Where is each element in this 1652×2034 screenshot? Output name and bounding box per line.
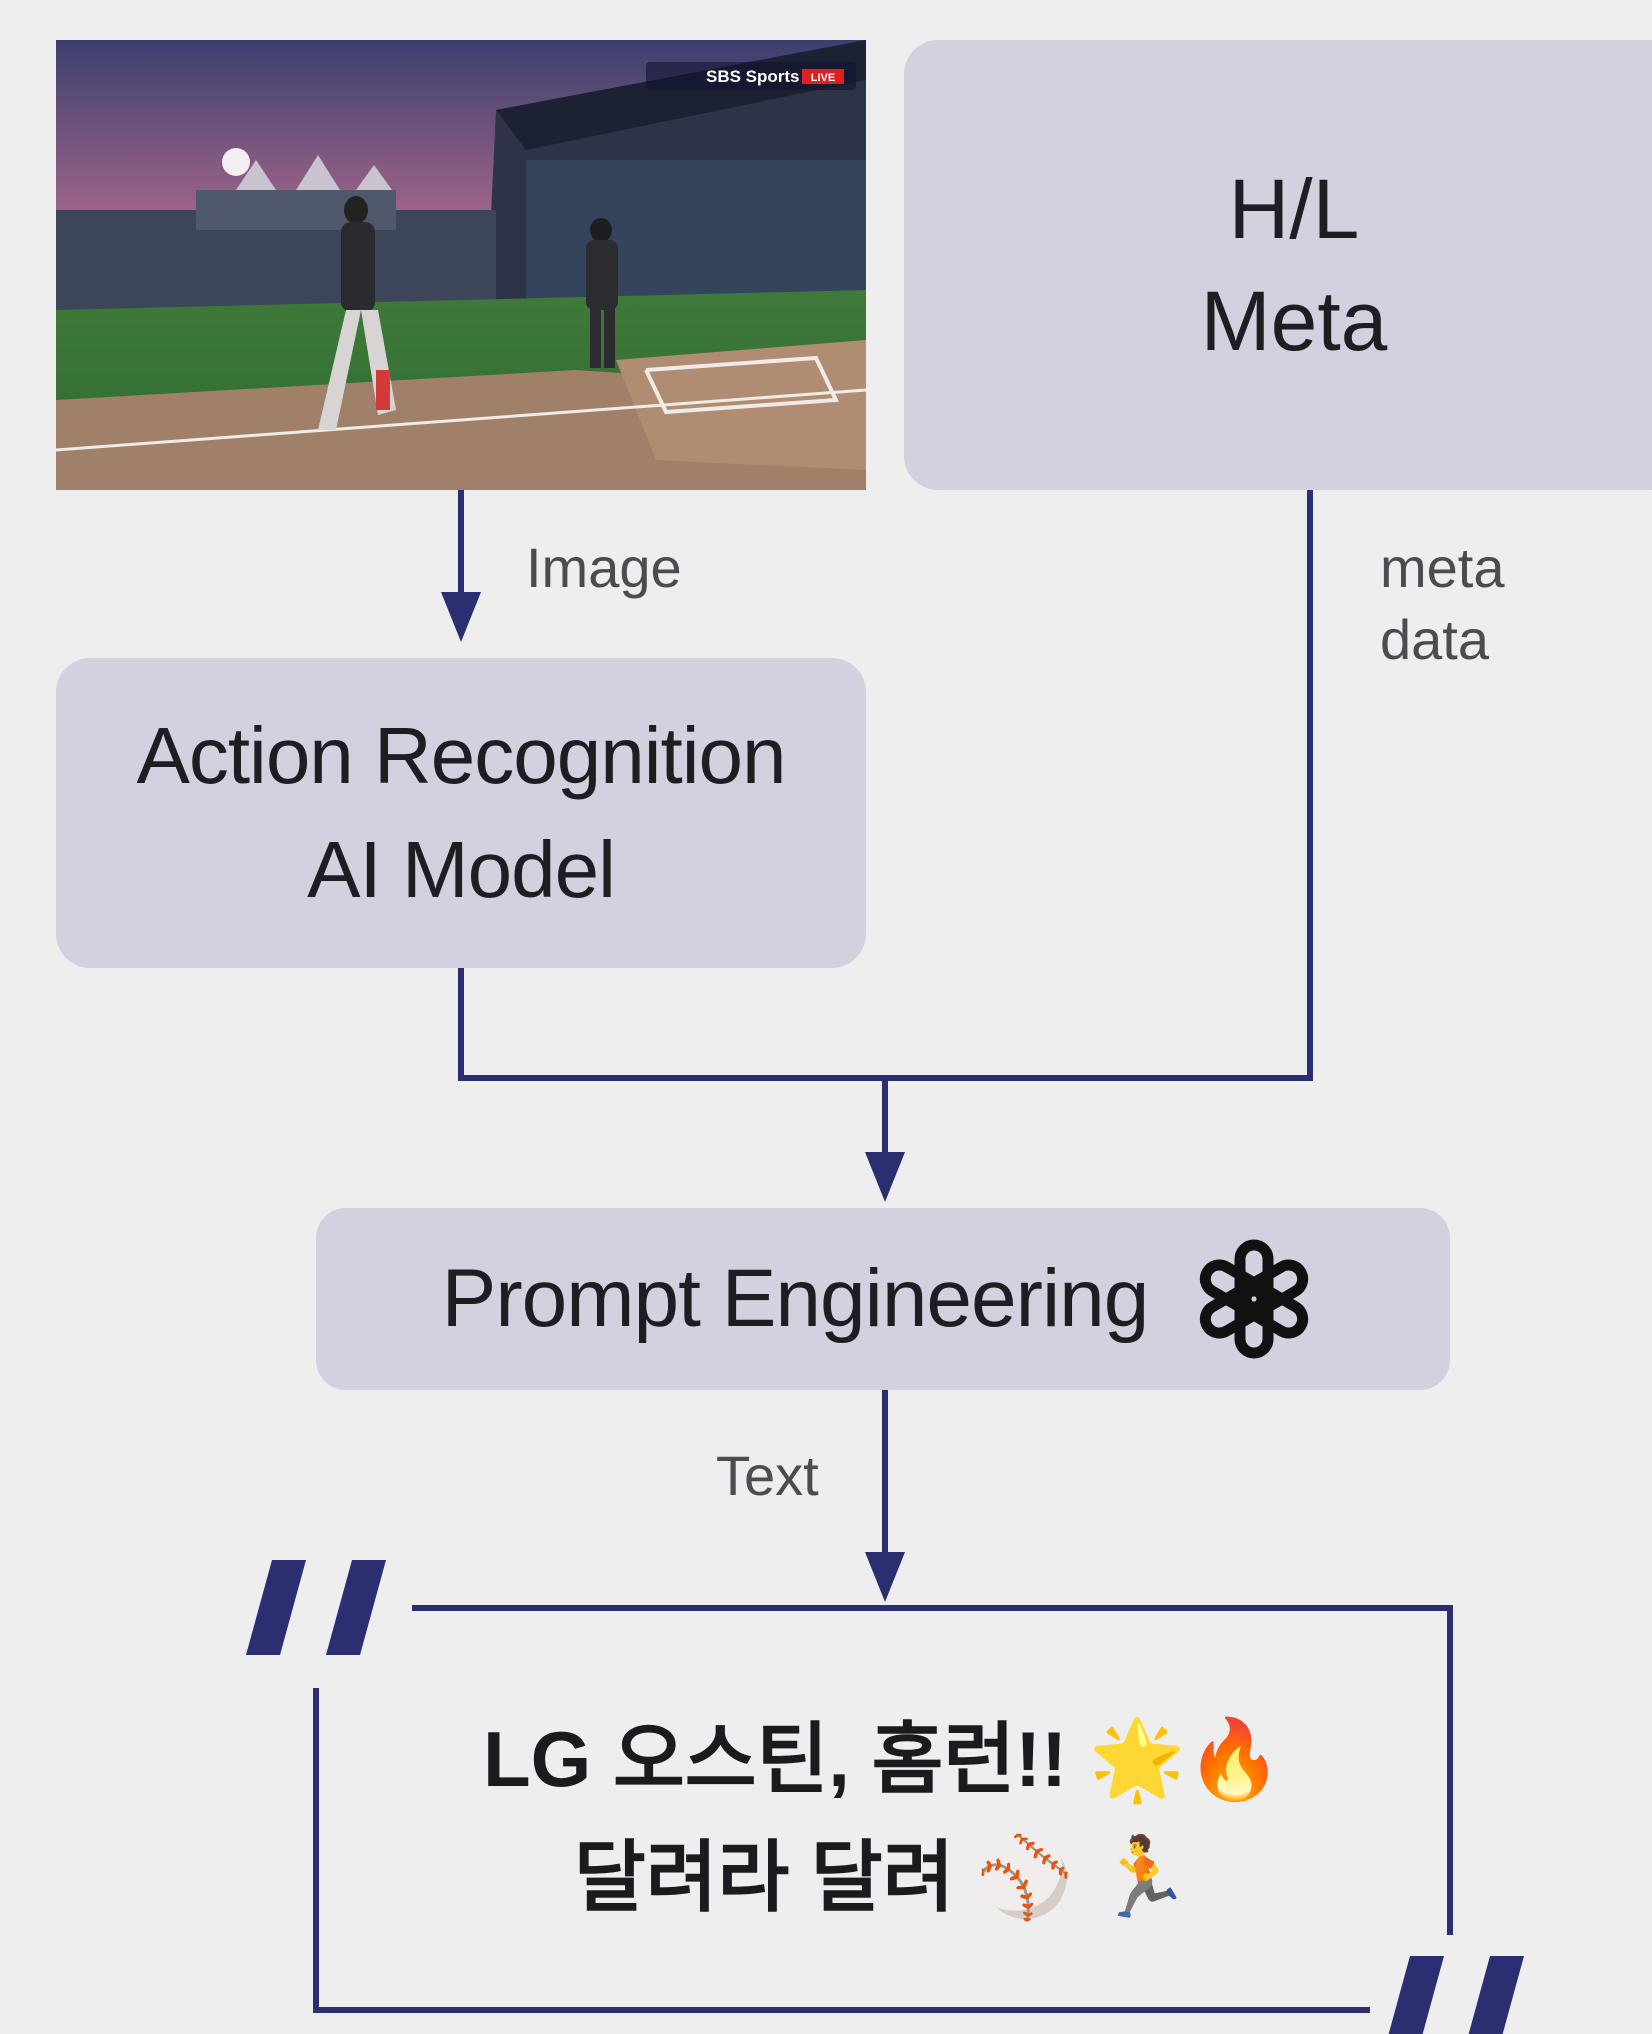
hl-box-line2: Meta	[1200, 274, 1388, 368]
merge-arrowhead	[865, 1152, 905, 1202]
close-quote-mark-right	[1468, 1956, 1524, 2034]
text-label: Text	[716, 1444, 819, 1507]
ar-box-line1: Action Recognition	[136, 711, 786, 800]
open-quote-mark-right	[326, 1560, 386, 1655]
text-arrowhead	[865, 1552, 905, 1602]
hl-box-line1: H/L	[1228, 162, 1360, 256]
meta-label-line1: meta	[1380, 536, 1505, 599]
quote-frame-top	[412, 1605, 1453, 1935]
broadcast-logo: SBS Sports	[706, 67, 800, 86]
image-label: Image	[526, 536, 682, 599]
image-arrowhead	[441, 592, 481, 642]
meta-data-label: meta data	[1380, 532, 1505, 676]
prompt-engineering-label: Prompt Engineering	[441, 1253, 1150, 1344]
openai-logo-icon	[1184, 1229, 1324, 1369]
open-quote-mark-left	[246, 1560, 306, 1655]
output-line2: 달려라 달려 ⚾ 🏃	[573, 1833, 1193, 1921]
prompt-engineering-box: Prompt Engineering	[316, 1208, 1450, 1390]
meta-label-line2: data	[1380, 608, 1489, 671]
quote-frame-bottom	[313, 1688, 1370, 2013]
output-line1: LG 오스틴, 홈런!! 🌟🔥	[483, 1715, 1283, 1803]
broadcast-live-badge: LIVE	[811, 72, 835, 84]
baseball-broadcast-image: SBS Sports LIVE	[56, 40, 866, 490]
hl-meta-box: H/L Meta	[904, 40, 1652, 490]
close-quote-mark-left	[1388, 1956, 1444, 2034]
stadium-scene: SBS Sports LIVE	[56, 40, 866, 490]
generated-highlight-text: LG 오스틴, 홈런!! 🌟🔥 달려라 달려 ⚾ 🏃	[316, 1700, 1450, 1936]
ar-box-line2: AI Model	[307, 825, 616, 914]
action-recognition-box: Action Recognition AI Model	[56, 658, 866, 968]
